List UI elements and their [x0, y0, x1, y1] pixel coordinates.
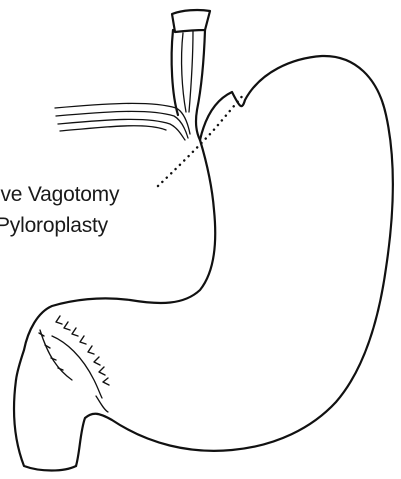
esophagus-icon — [172, 10, 210, 140]
stomach-outline-icon — [14, 56, 393, 471]
label-pyloroplasty: Pyloroplasty — [0, 214, 108, 238]
vagus-nerve-icon — [55, 103, 190, 140]
label-vagotomy: ive Vagotomy — [0, 183, 119, 207]
pyloroplasty-suture-icon — [39, 316, 109, 398]
